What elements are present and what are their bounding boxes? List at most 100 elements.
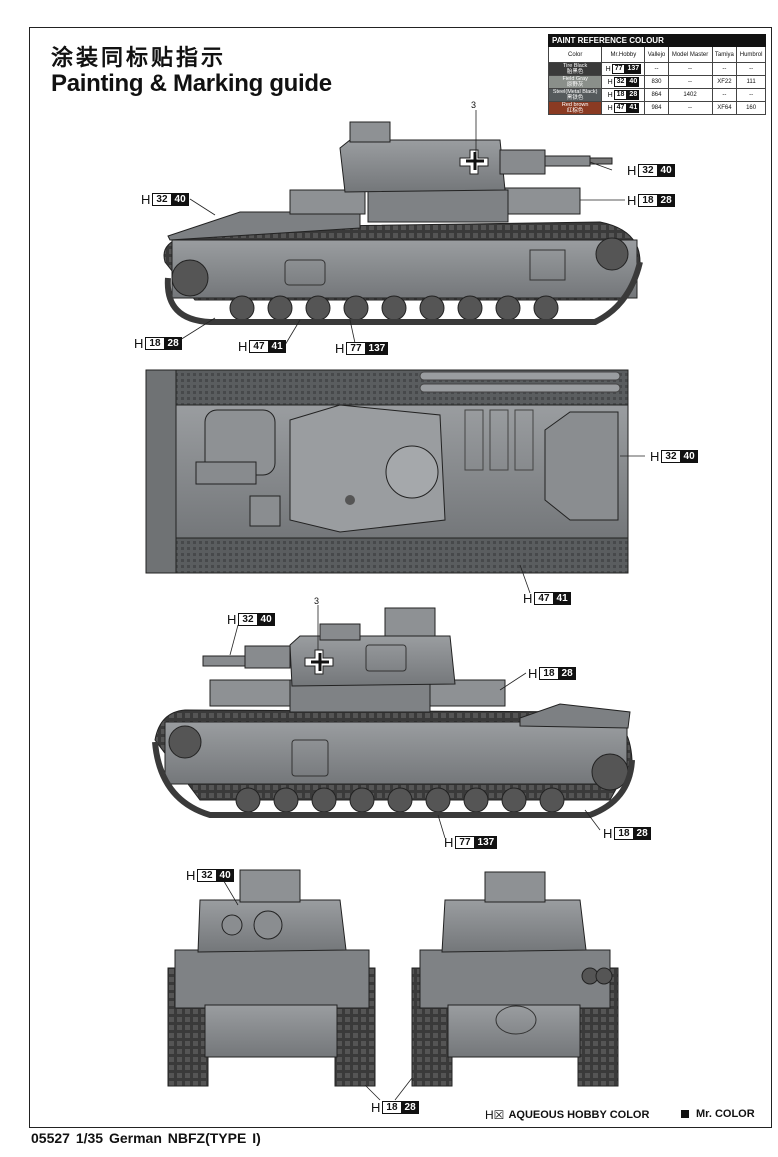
- legend-aqueous: H☒ AQUEOUS HOBBY COLOR: [485, 1108, 649, 1122]
- aqueous-code: 32: [613, 77, 628, 87]
- mr-color-code: 40: [171, 193, 189, 206]
- top-view: [145, 369, 629, 574]
- mr-color-code: 137: [474, 836, 498, 849]
- aqueous-code: 77: [455, 836, 475, 849]
- rear-view: [411, 871, 619, 1087]
- color-name: Red brown: [561, 102, 589, 108]
- aqueous-code: 47: [249, 340, 269, 353]
- callout-prefix: H: [607, 104, 613, 112]
- legend-mr-color: Mr. COLOR: [681, 1108, 755, 1120]
- side-view-left: [152, 607, 635, 818]
- mr-color-code: 41: [268, 340, 286, 353]
- aqueous-code: 32: [661, 450, 681, 463]
- mr-color-code: 28: [401, 1101, 419, 1114]
- callout-prefix: H: [627, 193, 637, 208]
- front-view: [167, 869, 376, 1087]
- mr-color-code: 137: [625, 64, 642, 74]
- callout-prefix: H: [607, 78, 613, 86]
- callout-prefix: H: [627, 163, 637, 178]
- mr-color-code: 40: [257, 613, 275, 626]
- aqueous-code: 77: [611, 64, 626, 74]
- callout-prefix: H: [371, 1100, 381, 1115]
- title-english: Painting & Marking guide: [51, 70, 332, 97]
- callout-prefix: H: [523, 591, 533, 606]
- mr-color-code: 40: [680, 450, 698, 463]
- marking-number-left: 3: [314, 596, 320, 606]
- footer-kit-title: 05527 1/35 German NBFZ(TYPE I): [31, 1130, 261, 1146]
- color-name-cn: 黑铁色: [566, 95, 584, 101]
- color-name-cn: 原野灰: [566, 82, 584, 88]
- aqueous-code: 18: [382, 1101, 402, 1114]
- aqueous-code: 18: [614, 827, 634, 840]
- col-humbrol: Humbrol: [736, 46, 766, 63]
- mr-color-code: 40: [657, 164, 675, 177]
- mr-color-code: 41: [553, 592, 571, 605]
- aqueous-code: 32: [638, 164, 658, 177]
- black-square-icon: [681, 1110, 689, 1118]
- callout-prefix: H: [605, 65, 611, 73]
- aqueous-code: 32: [197, 869, 217, 882]
- callout-prefix: H: [650, 449, 660, 464]
- mr-color-code: 40: [627, 77, 640, 87]
- aqueous-code: 18: [638, 194, 658, 207]
- mr-color-code: 28: [657, 194, 675, 207]
- side-view-right: [163, 121, 643, 325]
- marking-number-top: 3: [471, 100, 477, 110]
- color-name-cn: 红棕色: [566, 108, 584, 114]
- paint-reference-table: PAINT REFERENCE COLOUR Color Mr.Hobby Va…: [547, 34, 766, 115]
- mr-color-code: 28: [164, 337, 182, 350]
- callout-prefix: H: [186, 868, 196, 883]
- callout-prefix: H: [141, 192, 151, 207]
- color-name: Tire Black: [563, 63, 588, 69]
- callout-prefix: H: [607, 91, 613, 99]
- aqueous-code: 18: [145, 337, 165, 350]
- callout-prefix: H: [528, 666, 538, 681]
- aqueous-mark-icon: H☒: [485, 1108, 505, 1122]
- color-name: Field Gray: [562, 76, 588, 82]
- callout-prefix: H: [238, 339, 248, 354]
- aqueous-code: 18: [539, 667, 559, 680]
- callout-prefix: H: [335, 341, 345, 356]
- leader-lines: [179, 110, 645, 1101]
- model-master-value: --: [667, 101, 713, 115]
- mr-color-code: 137: [365, 342, 389, 355]
- callout-prefix: H: [227, 612, 237, 627]
- aqueous-code: 32: [152, 193, 172, 206]
- mr-color-code: 41: [627, 103, 640, 113]
- mr-color-code: 28: [627, 90, 640, 100]
- aqueous-code: 18: [613, 90, 628, 100]
- mr-color-code: 28: [558, 667, 576, 680]
- paint-table-header-row: Color Mr.Hobby Vallejo Model Master Tami…: [547, 46, 766, 63]
- callout-prefix: H: [603, 826, 613, 841]
- mr-color-code: 40: [216, 869, 234, 882]
- title-chinese: 涂装同标贴指示: [51, 46, 227, 71]
- legend-mr-label: Mr. COLOR: [696, 1108, 755, 1120]
- legend-aqueous-label: AQUEOUS HOBBY COLOR: [508, 1109, 650, 1121]
- aqueous-code: 47: [613, 103, 628, 113]
- aqueous-code: 32: [238, 613, 258, 626]
- humbrol-value: 160: [736, 101, 766, 115]
- color-name-cn: 胎黑色: [566, 69, 584, 75]
- aqueous-code: 47: [534, 592, 554, 605]
- callout-prefix: H: [134, 336, 144, 351]
